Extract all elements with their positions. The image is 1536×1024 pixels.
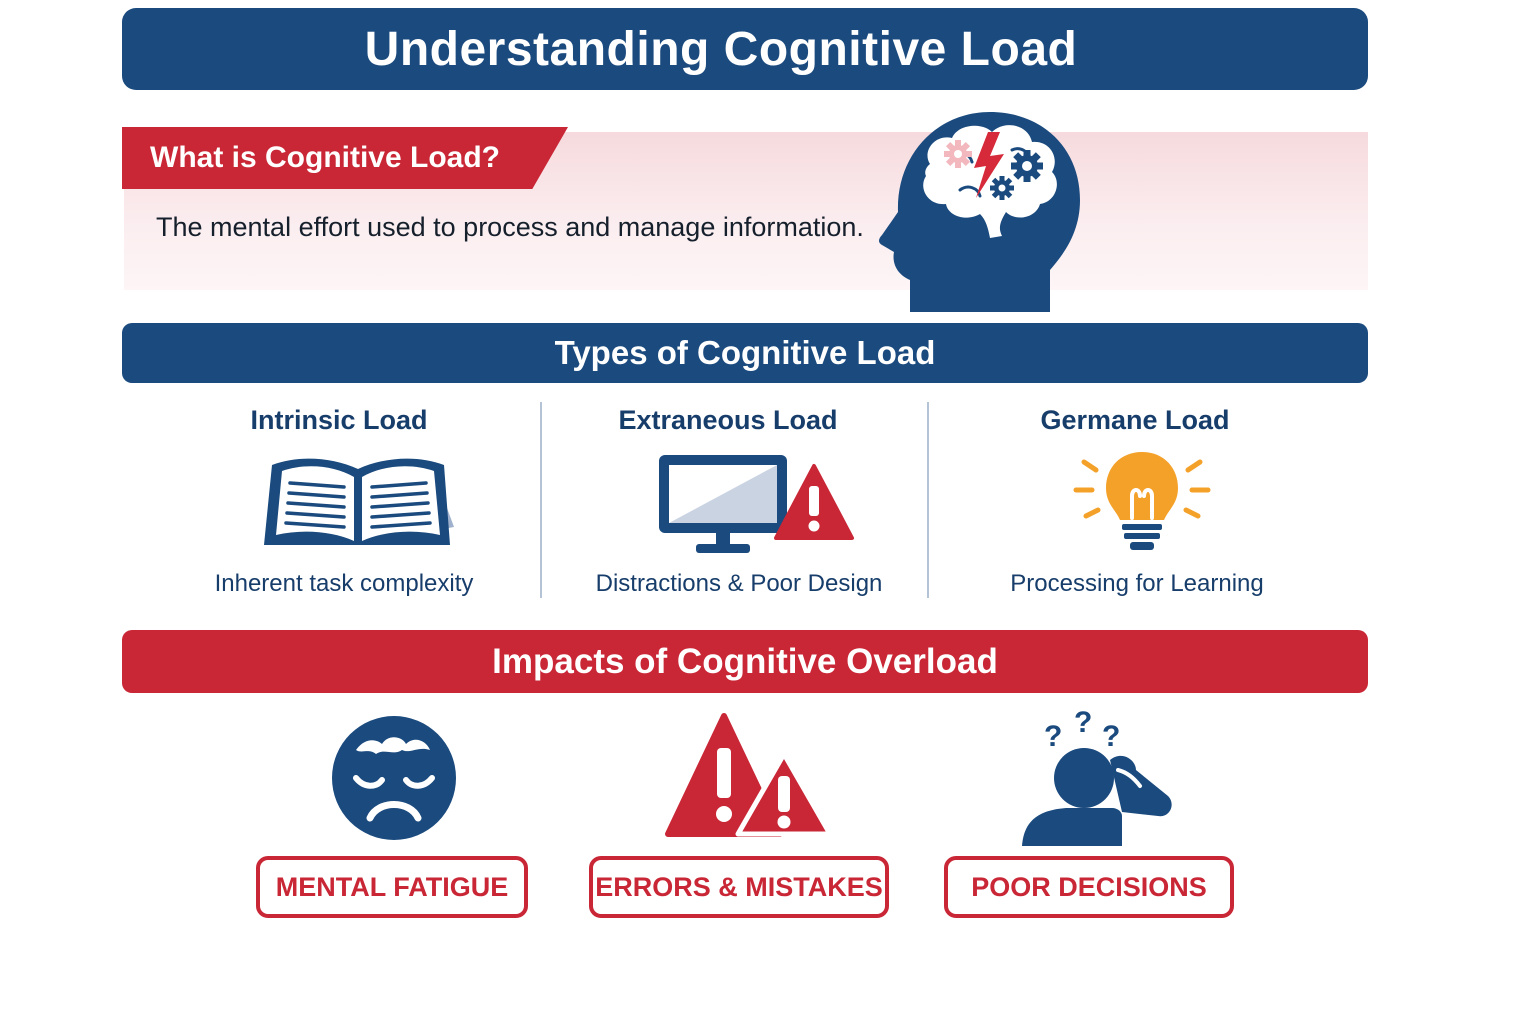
definition-text: The mental effort used to process and ma… xyxy=(156,212,864,242)
svg-text:?: ? xyxy=(1102,720,1120,753)
title-banner: Understanding Cognitive Load xyxy=(122,8,1368,90)
svg-text:?: ? xyxy=(1074,708,1092,739)
impacts-heading: Impacts of Cognitive Overload xyxy=(492,641,998,681)
types-heading: Types of Cognitive Load xyxy=(554,334,936,371)
tired-face-icon xyxy=(332,716,456,840)
definition-heading: What is Cognitive Load? xyxy=(150,141,500,174)
page-title: Understanding Cognitive Load xyxy=(364,22,1078,76)
column-divider xyxy=(540,402,542,598)
type-title-extraneous: Extraneous Load xyxy=(618,405,838,435)
column-divider xyxy=(927,402,929,598)
types-section-header: Types of Cognitive Load xyxy=(122,323,1368,383)
monitor-warning-icon xyxy=(659,455,854,553)
definition-ribbon: What is Cognitive Load? xyxy=(122,127,568,189)
type-title-germane: Germane Load xyxy=(1040,405,1230,435)
brain-head-icon xyxy=(879,112,1080,312)
impact-label-mental-fatigue: MENTAL FATIGUE xyxy=(256,856,528,918)
svg-text:?: ? xyxy=(1044,720,1062,753)
warning-triangles-icon xyxy=(665,713,833,837)
impact-label-poor-decisions: POOR DECISIONS xyxy=(944,856,1234,918)
open-book-icon xyxy=(264,458,454,545)
type-desc-extraneous: Distractions & Poor Design xyxy=(595,570,883,597)
type-desc-germane: Processing for Learning xyxy=(1010,570,1264,597)
type-desc-intrinsic: Inherent task complexity xyxy=(214,570,474,597)
impacts-section-header: Impacts of Cognitive Overload xyxy=(122,630,1368,693)
impact-label-errors: ERRORS & MISTAKES xyxy=(589,856,889,918)
confused-person-icon: ? ? ? xyxy=(1022,708,1172,846)
type-title-intrinsic: Intrinsic Load xyxy=(250,405,428,435)
lightbulb-icon xyxy=(1073,452,1211,550)
